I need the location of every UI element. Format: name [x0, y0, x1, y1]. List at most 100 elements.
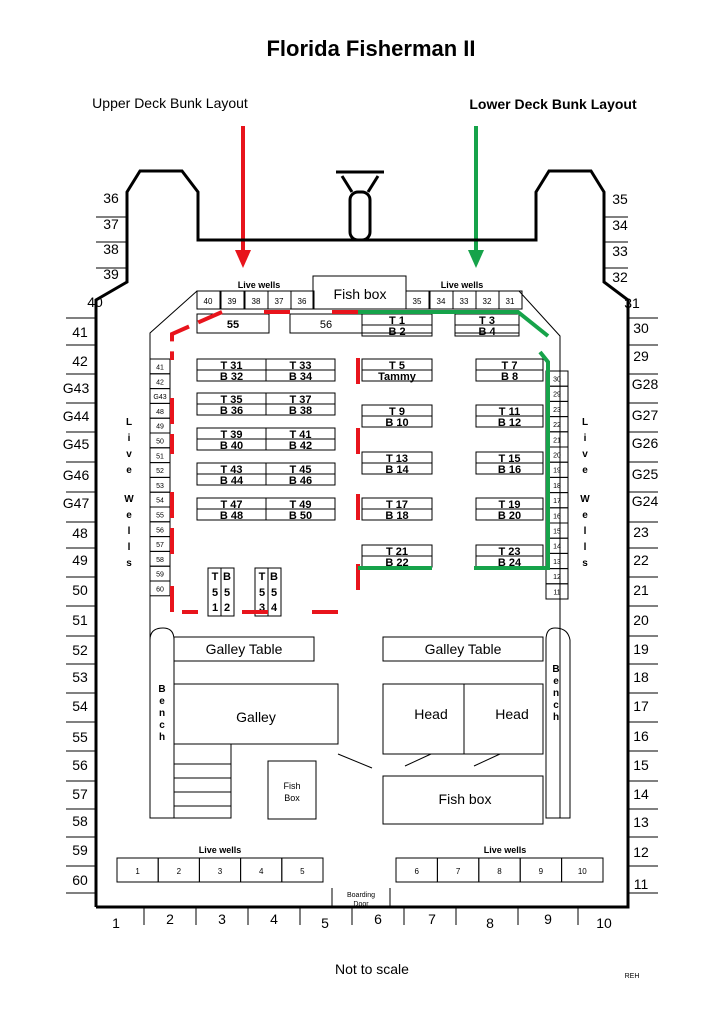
bunk: T 35B 36: [196, 392, 267, 417]
rail-number-left: G47: [63, 495, 90, 511]
inner-number: 53: [156, 483, 164, 490]
live-well-number: 7: [456, 867, 461, 876]
bunk: T 9B 10: [361, 404, 433, 429]
rail-ticks: [66, 216, 658, 925]
rail-number-right: G27: [632, 407, 659, 423]
rail-number-bottom: 6: [374, 911, 382, 927]
rail-number-right: 19: [633, 641, 649, 657]
bunk-top-label: T 19: [498, 499, 520, 511]
vertical-letter: l: [128, 526, 131, 537]
bunk: T 43B 44: [196, 462, 267, 487]
vertical-letter: B: [552, 664, 559, 675]
bunk-bottom-label: B 8: [501, 371, 518, 383]
fish-box-top-label: Fish box: [334, 286, 387, 302]
live-wells-label-top-left: Live wells: [238, 280, 281, 290]
rail-number-right: 33: [612, 243, 628, 259]
rail-number-left: 49: [72, 552, 88, 568]
rail-numbers: 36373839404142G43G44G45G46G4748495051525…: [63, 190, 659, 931]
bunk: T 31B 32: [196, 358, 267, 383]
vertical-letter: c: [553, 700, 559, 711]
rail-number-left: G46: [63, 467, 90, 483]
rail-number-left: 58: [72, 813, 88, 829]
vertical-letter: h: [553, 712, 559, 723]
rail-number-right: 34: [612, 217, 628, 233]
inner-number: 54: [156, 498, 164, 505]
bunk: T 13B 14: [361, 451, 433, 476]
bunk: T 23B 24: [475, 544, 544, 569]
boarding-door-label-2: Door: [353, 901, 369, 908]
bunk-top-label: T 5: [389, 360, 405, 372]
inner-number: 17: [553, 498, 561, 505]
bunk-bottom-label: B 4: [478, 326, 496, 338]
inner-number: 42: [156, 379, 164, 386]
vertical-letter: v: [126, 449, 132, 460]
bunk: T 7B 8: [475, 358, 544, 383]
vertical-bunk-digit: 2: [224, 602, 230, 614]
fish-box-small-1: Fish: [283, 781, 300, 791]
bunk-bottom-label: B 16: [498, 464, 521, 476]
vertical-letter: e: [159, 696, 165, 707]
top-bunk-boxes: [196, 313, 520, 334]
live-well-cell: [498, 290, 523, 310]
hull-outline: [94, 169, 630, 909]
bunk-top-label: T 23: [498, 546, 520, 558]
rail-number-right: 21: [633, 582, 649, 598]
bunk-top-label: T 7: [502, 360, 518, 372]
vertical-letter: e: [126, 510, 132, 521]
rail-number-left: 40: [87, 294, 103, 310]
bunk-bottom-label: B 36: [220, 405, 243, 417]
vertical-bunk-top: T: [212, 571, 219, 583]
live-well-number: 1: [135, 867, 140, 876]
inner-number: 57: [156, 542, 164, 549]
bunk-bottom-label: B 20: [498, 510, 521, 522]
inner-number: 15: [553, 529, 561, 536]
inner-number: 30: [553, 377, 561, 384]
bunk-top-label: T 47: [220, 499, 242, 511]
rail-number-bottom: 4: [270, 911, 278, 927]
rail-number-right: G26: [632, 435, 659, 451]
bunk-top-label: T 37: [289, 394, 311, 406]
galley-table-right: Galley Table: [425, 641, 502, 657]
boarding-door-outline: [331, 888, 391, 907]
bunk-top-label: T 45: [289, 464, 311, 476]
vertical-letter: l: [584, 526, 587, 537]
vertical-bunk-digit: 5: [259, 587, 265, 599]
bunk: T 1B 2: [361, 313, 433, 338]
rail-number-left: 37: [103, 216, 119, 232]
inner-number: 58: [156, 557, 164, 564]
inner-number: 19: [553, 468, 561, 475]
rail-number-left: 41: [72, 324, 88, 340]
live-well-number: 38: [252, 297, 261, 306]
bunk-bottom-label: B 10: [385, 417, 408, 429]
rail-number-left: 39: [103, 266, 119, 282]
bunk-56-label: 56: [320, 319, 332, 331]
bunk-top-label: T 21: [386, 546, 408, 558]
bunk-bottom-label: B 42: [289, 440, 312, 452]
inner-number: 16: [553, 513, 561, 520]
bunk: T 39B 40: [196, 427, 267, 452]
live-well-number: 32: [483, 297, 492, 306]
vertical-bunk-digit: 1: [212, 602, 218, 614]
rail-number-left: 59: [72, 842, 88, 858]
bunk-bottom-label: B 2: [388, 326, 405, 338]
rail-number-right: 32: [612, 269, 628, 285]
bunk-bottom-label: B 14: [385, 464, 409, 476]
rail-number-right: G28: [632, 376, 659, 392]
live-well-number: 37: [275, 297, 284, 306]
rail-number-bottom: 1: [112, 915, 120, 931]
live-well-number: 6: [414, 867, 419, 876]
vertical-letter: L: [582, 417, 588, 428]
bunk: T 11B 12: [475, 404, 544, 429]
author-initials: REH: [625, 973, 640, 980]
lower-deck-label: Lower Deck Bunk Layout: [469, 96, 637, 112]
live-well-number: 2: [177, 867, 182, 876]
rail-number-right: 13: [633, 814, 649, 830]
vertical-letter: s: [126, 558, 132, 569]
